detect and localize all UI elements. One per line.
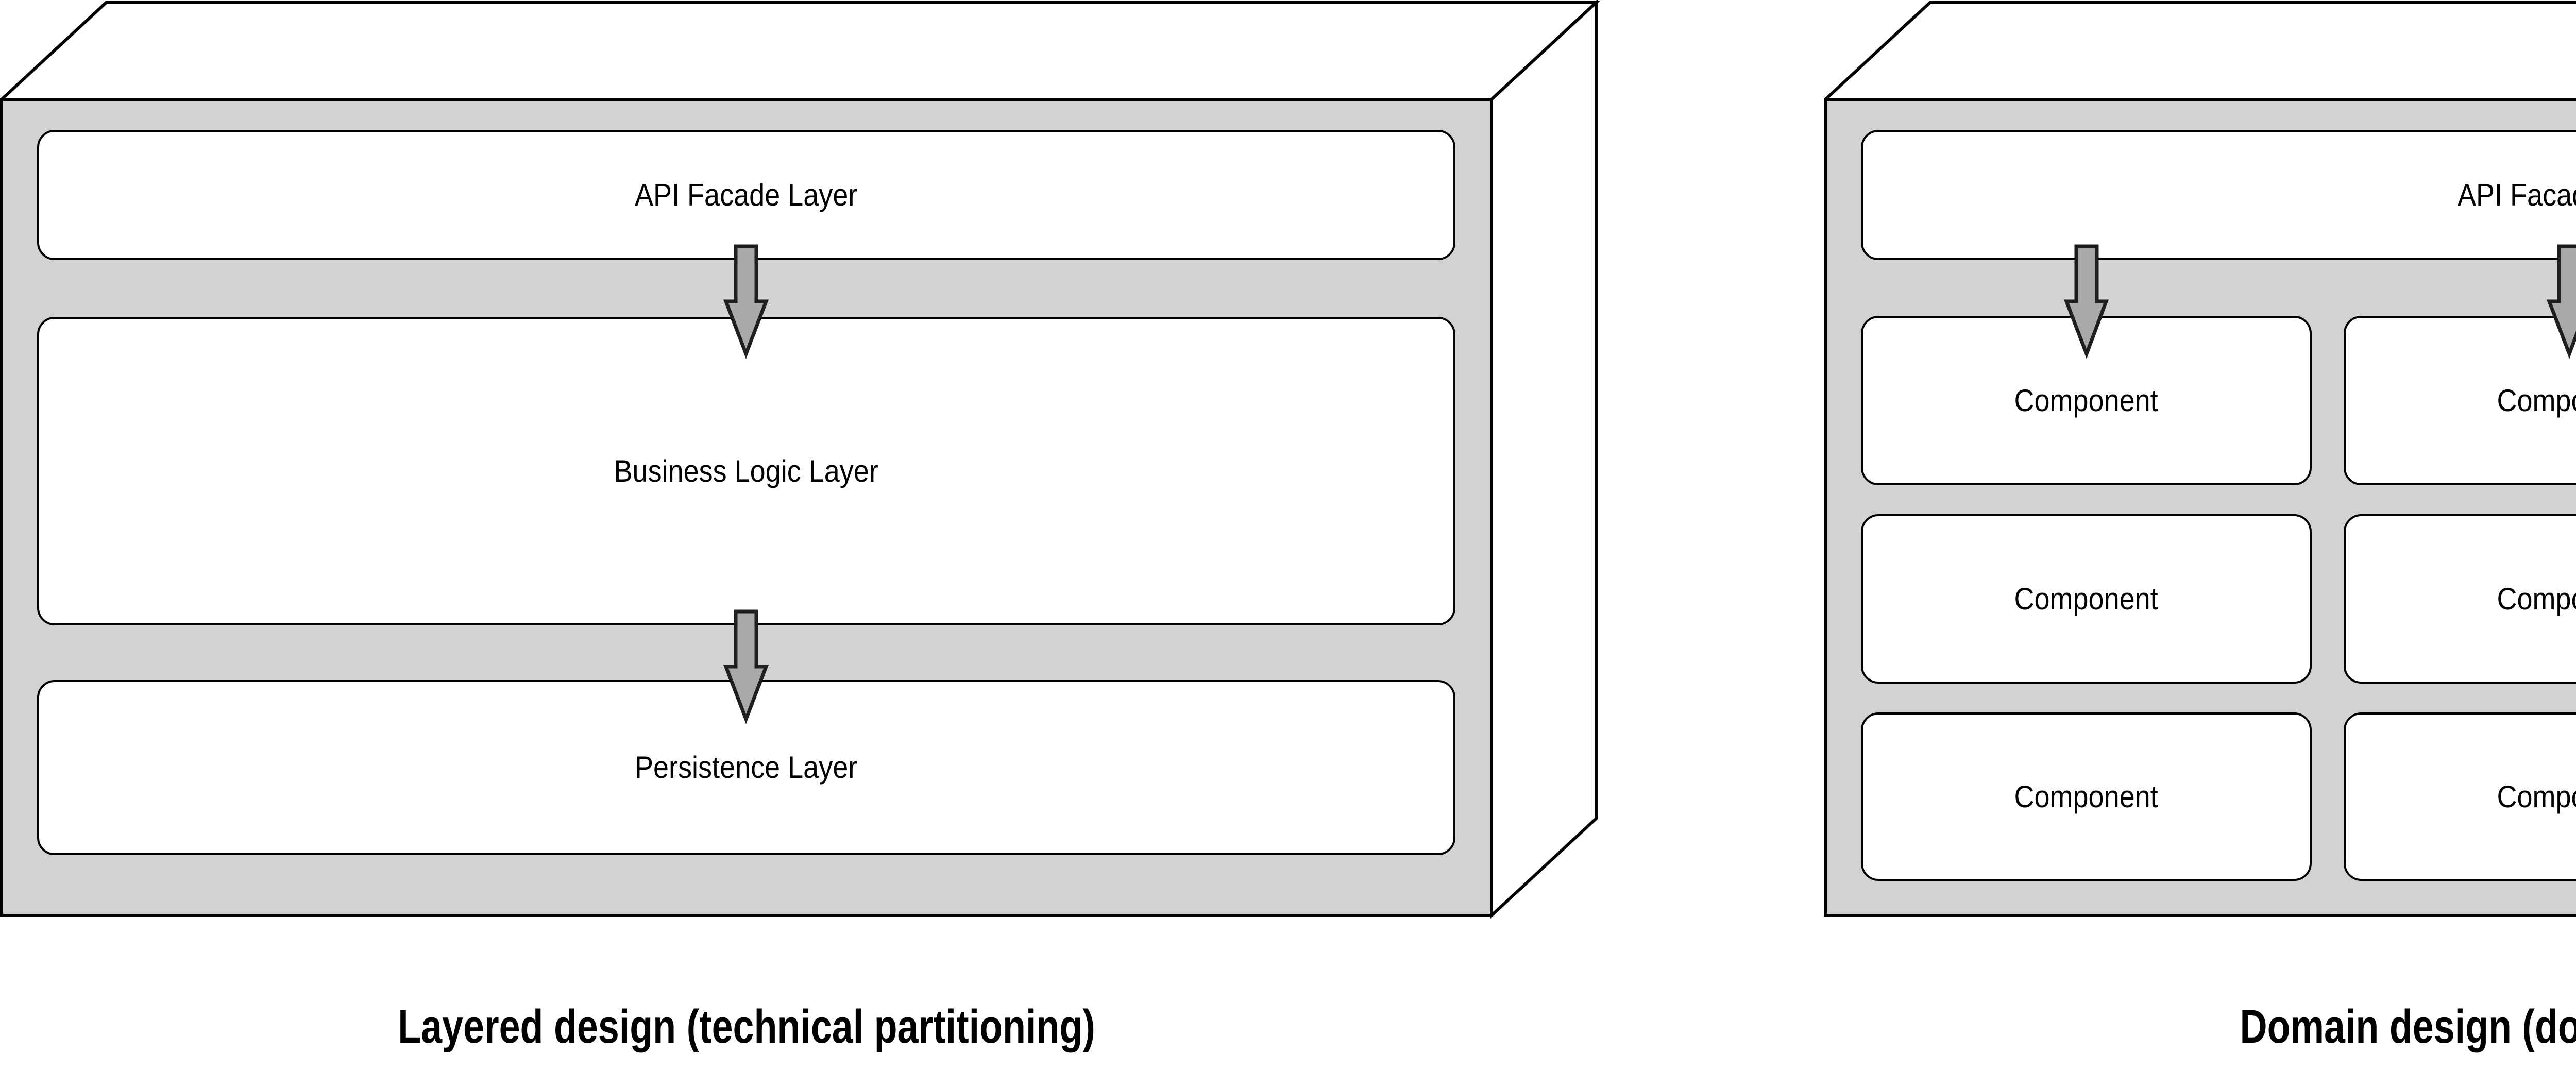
component-label: Component <box>2014 581 2159 616</box>
component-box-1: Component <box>1861 316 2312 485</box>
component-box-2: Component <box>2344 316 2576 485</box>
component-box-8: Component <box>2344 712 2576 881</box>
layer-label: Business Logic Layer <box>614 453 879 488</box>
component-box-5: Component <box>2344 514 2576 684</box>
figure-caption-layered: Layered design (technical partitioning) <box>2 997 1492 1056</box>
component-label: Component <box>2014 779 2159 814</box>
component-label: Component <box>2497 383 2576 418</box>
box-right-face <box>1490 0 1598 919</box>
figure-caption-domain: Domain design (domain partitioning) <box>1825 997 2576 1056</box>
layer-label: Persistence Layer <box>635 750 858 785</box>
caption-text: Domain design (domain partitioning) <box>2240 1000 2576 1053</box>
component-box-4: Component <box>1861 514 2312 684</box>
layer-label: API Facade Layer <box>635 177 858 212</box>
component-label: Component <box>2497 779 2576 814</box>
caption-text: Layered design (technical partitioning) <box>398 1000 1095 1053</box>
box-top-face <box>1824 1 2576 101</box>
figure-layered-design: API Facade Layer Business Logic Layer Pe… <box>0 0 1600 919</box>
layer-box-api-facade: API Facade Layer <box>1861 130 2576 260</box>
layer-box-business-logic: Business Logic Layer <box>37 317 1455 625</box>
layer-label: API Facade Layer <box>2458 177 2576 212</box>
component-label: Component <box>2497 581 2576 616</box>
box-top-face <box>0 1 1600 101</box>
component-label: Component <box>2014 383 2159 418</box>
layer-box-api-facade: API Facade Layer <box>37 130 1455 260</box>
component-box-7: Component <box>1861 712 2312 881</box>
figure-domain-design: API Facade Layer Component Component Com… <box>1824 0 2576 922</box>
layer-box-persistence: Persistence Layer <box>37 680 1455 855</box>
